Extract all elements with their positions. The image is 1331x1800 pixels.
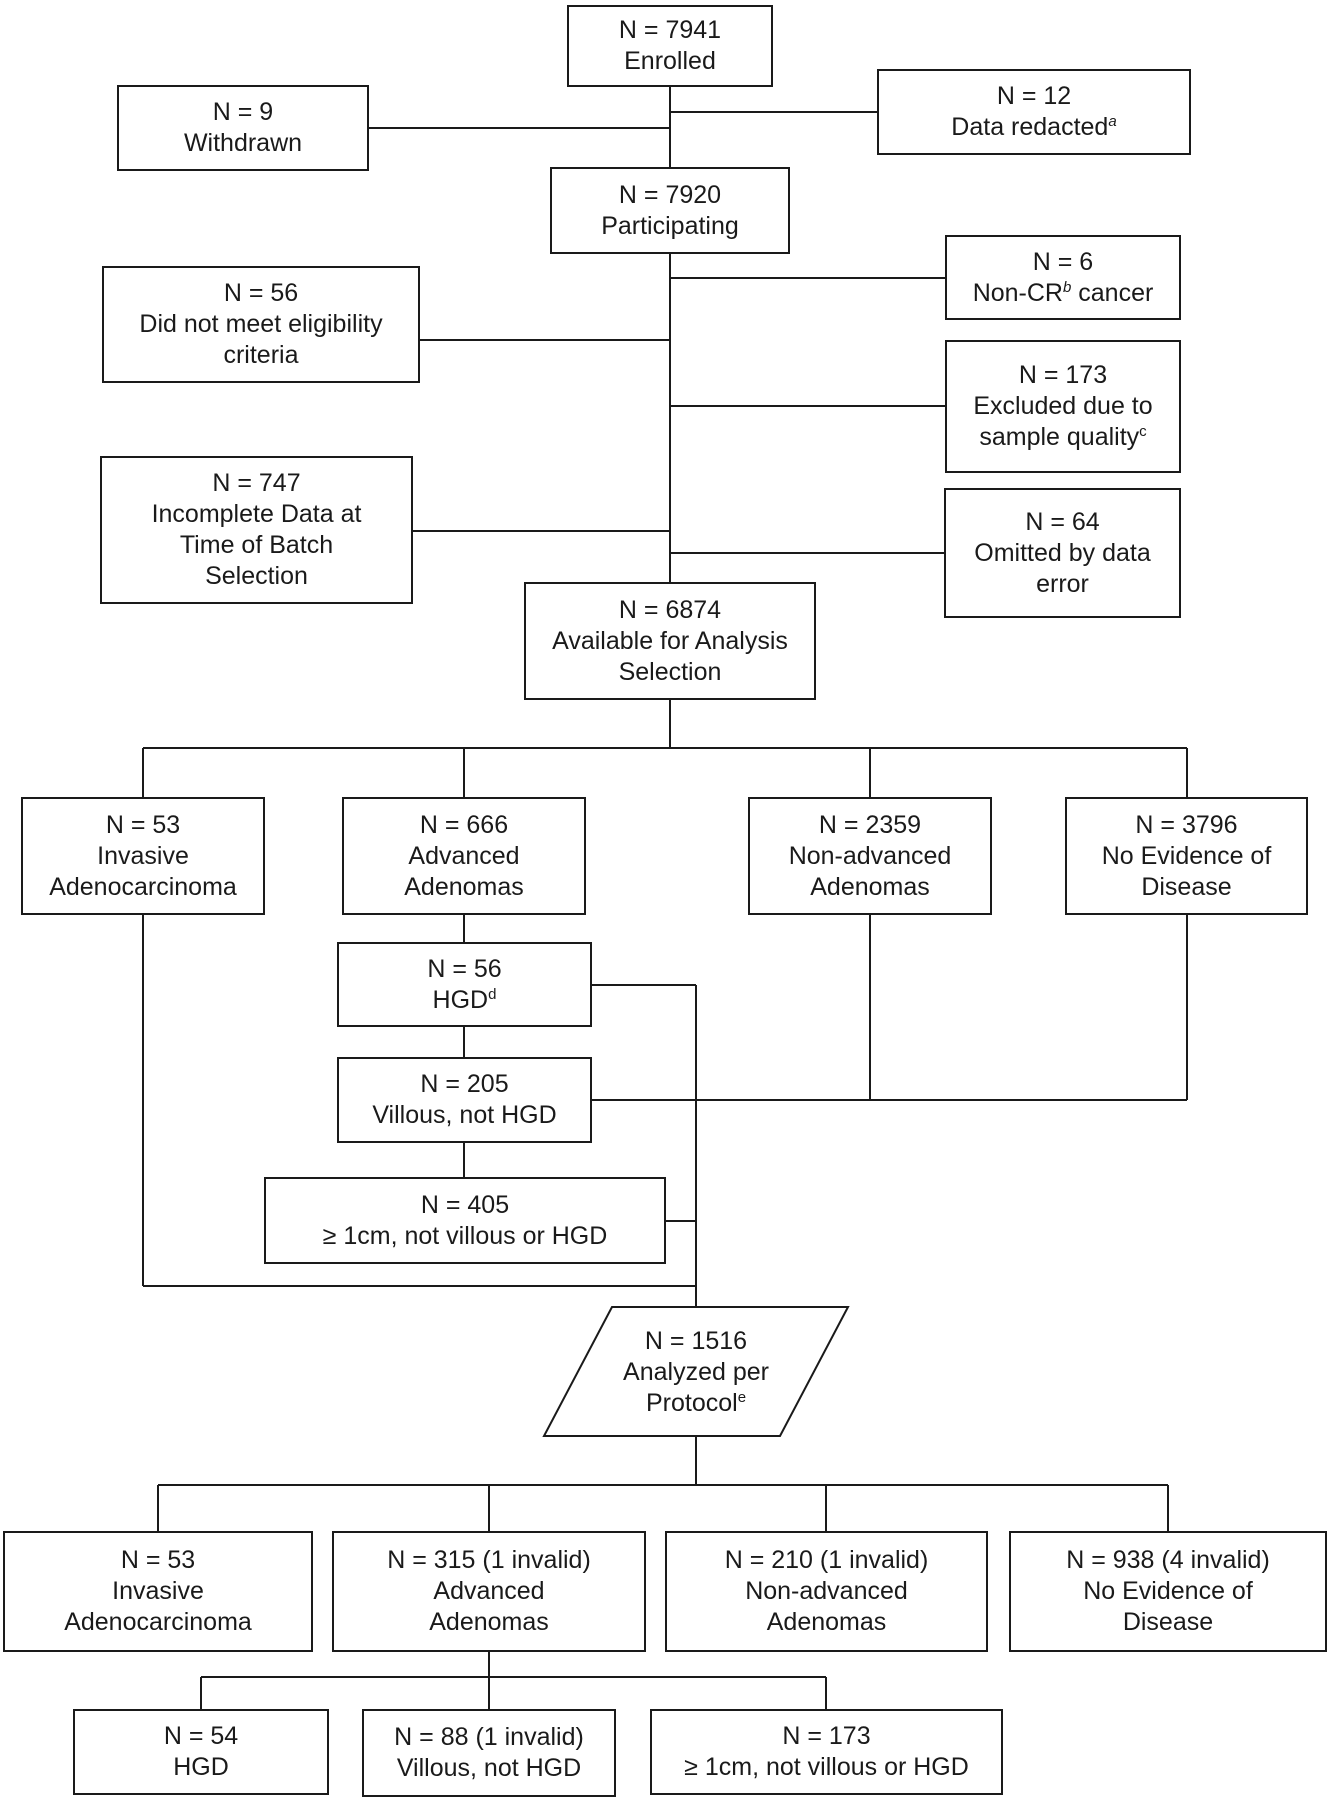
advanced-ge1cm-box: N = 405 ≥ 1cm, not villous or HGD [264,1177,666,1264]
result-hgd-box: N = 54 HGD [73,1709,329,1795]
available-box: N = 6874 Available for Analysis Selectio… [524,582,816,700]
result-ned-box: N = 938 (4 invalid) No Evidence of Disea… [1009,1531,1327,1652]
sample-quality-box: N = 173 Excluded due to sample qualityc [945,340,1181,473]
cohort-invasive-box: N = 53 Invasive Adenocarcinoma [21,797,265,915]
advanced-hgd-box: N = 56 HGDd [337,942,592,1027]
advanced-villous-box: N = 205 Villous, not HGD [337,1057,592,1143]
result-nonadvanced-box: N = 210 (1 invalid) Non-advanced Adenoma… [665,1531,988,1652]
participating-box: N = 7920 Participating [550,167,790,254]
cohort-nonadvanced-box: N = 2359 Non-advanced Adenomas [748,797,992,915]
withdrawn-box: N = 9 Withdrawn [117,85,369,171]
data-error-box: N = 64 Omitted by data error [944,488,1181,618]
cohort-ned-box: N = 3796 No Evidence of Disease [1065,797,1308,915]
result-villous-box: N = 88 (1 invalid) Villous, not HGD [362,1709,616,1797]
result-ge1cm-box: N = 173 ≥ 1cm, not villous or HGD [650,1709,1003,1795]
non-cr-cancer-box: N = 6 Non-CRb cancer [945,235,1181,320]
result-advanced-box: N = 315 (1 invalid) Advanced Adenomas [332,1531,646,1652]
analyzed-label: N = 1516 Analyzed per Protocole [623,1326,769,1417]
incomplete-data-box: N = 747 Incomplete Data at Time of Batch… [100,456,413,604]
enrolled-box: N = 7941 Enrolled [567,5,773,87]
data-redacted-box: N = 12 Data redacteda [877,69,1191,155]
analyzed-shape [542,1306,850,1437]
ineligible-box: N = 56 Did not meet eligibility criteria [102,266,420,383]
result-invasive-box: N = 53 Invasive Adenocarcinoma [3,1531,313,1652]
cohort-advanced-box: N = 666 Advanced Adenomas [342,797,586,915]
